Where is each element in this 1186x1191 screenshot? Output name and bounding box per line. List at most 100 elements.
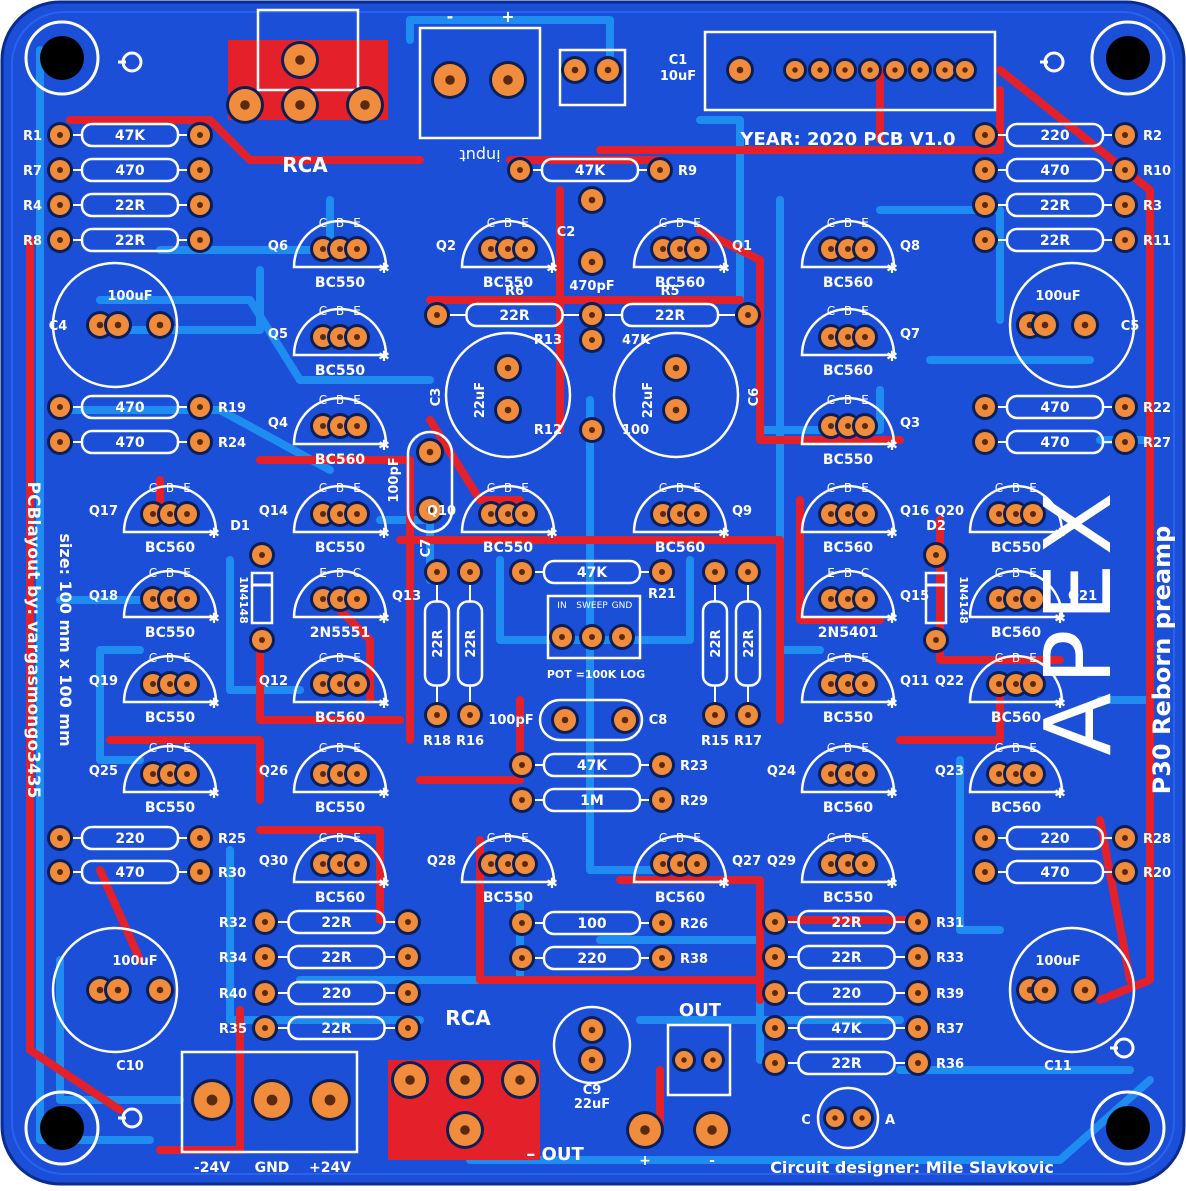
resistor-value: 470 [1040,435,1069,451]
resistor-pad-hole [589,337,595,343]
diode-type: 1N4148 [237,576,250,623]
transistor-key-mark: ✱ [1054,611,1066,627]
transistor-outline [968,744,1064,794]
capacitor-pad-hole [1041,321,1049,329]
transistor-pin-hole [150,771,156,777]
top-copper-layer [26,66,1154,1154]
capacitor-value: 100pF [387,457,402,502]
capacitor-outline [1008,261,1136,389]
pot-pin-hole [589,634,595,640]
resistor-pad-hole [197,404,203,410]
transistor-outline [968,484,1064,534]
transistor-pin-hole [828,861,834,867]
capacitor-ref: C9 [583,1083,602,1098]
transistor-ref: Q30 [259,854,288,869]
resistor-pad-hole [915,954,921,960]
transistor-pin-label: E [183,741,191,755]
capacitor-value: 22uF [574,1097,610,1112]
transistor-key-mark: ✱ [208,786,220,802]
resistor-pad-hole [659,920,665,926]
transistor-pin-label: B [844,741,852,755]
transistor-pin-hole [354,861,360,867]
out-minus: - [709,1153,715,1169]
transistor-pin-label: E [1029,741,1037,755]
capacitor-pad-hole [1041,986,1049,994]
header-pin-hole [842,67,848,73]
transistor-type: 2N5551 [310,625,370,641]
out-wire-pad-hole [707,1125,717,1135]
transistor-ref: Q12 [259,674,288,689]
transistor-pin-label: C [827,481,835,495]
transistor-pin-label: B [676,481,684,495]
resistor-ref: R29 [680,794,708,809]
transistor-pin-hole [996,596,1002,602]
transistor-pin-hole [354,246,360,252]
resistor-pad-hole [745,312,751,318]
brand-logo: APEX [1025,484,1132,756]
resistor-value: 22R [431,629,446,657]
capacitor-pad-hole [156,986,164,994]
transistor-pin-hole [320,861,326,867]
capacitor-pad-hole [96,986,104,994]
transistor-key-mark: ✱ [378,349,390,365]
transistor-pin-hole [996,681,1002,687]
transistor-pin-hole [862,681,868,687]
transistor-pin-hole [320,334,326,340]
transistor-ref: Q3 [900,416,920,431]
capacitor-value: 22uF [641,382,656,418]
transistor-type: BC560 [655,275,705,291]
transistor-key-mark: ✱ [1054,696,1066,712]
transistor-pin-label: E [353,216,361,230]
trace [96,646,144,764]
transistor-pin-hole [488,861,494,867]
header-pin-hole [817,67,823,73]
transistor-pin-hole [694,246,700,252]
transistor-pin-label: B [844,831,852,845]
transistor-pin-hole [522,861,528,867]
transistor-pin-hole [828,511,834,517]
transistor-pin-hole [828,423,834,429]
resistor-pad-hole [197,835,203,841]
transistor-key-mark: ✱ [1054,786,1066,802]
transistor-pin-label: B [166,651,174,665]
capacitor-ref: C7 [419,539,434,558]
transistor-ref: Q2 [436,239,456,254]
resistor-ref: R9 [678,164,697,179]
resistor-value: 470 [115,435,144,451]
rca-output-pin-hole [460,1075,470,1085]
transistor-pin-hole [184,771,190,777]
transistor-type: BC550 [315,540,365,556]
transistor-pin-label: E [861,831,869,845]
pot-pin-label: SWEEP [576,601,608,611]
resistor-pad-hole [982,439,988,445]
resistor-ref: R33 [936,951,964,966]
rca-output-pin-hole [405,1075,415,1085]
mounting-hole-ring [1090,20,1166,96]
components-layer [24,8,1166,1166]
resistor-pad-hole [519,569,525,575]
out-wire-pad-hole [640,1125,650,1135]
transistor-pin-label: E [861,304,869,318]
trace [226,846,424,1024]
mounting-hole-ring [24,20,100,96]
mounting-hole [40,1106,84,1150]
resistor-pad-hole [57,404,63,410]
resistor-pad-hole [772,1025,778,1031]
resistor-pad-hole [1122,835,1128,841]
capacitor-pad-hole [736,66,744,74]
transistor-pin-label: B [166,566,174,580]
transistor-pin-hole [694,861,700,867]
resistor-value: 470 [115,400,144,416]
transistor-pin-hole [505,246,511,252]
rca-input-pin-hole [240,100,250,110]
resistor-ref: R15 [701,734,729,749]
transistor-type: BC550 [823,890,873,906]
transistor-ref: Q11 [900,674,929,689]
transistor-outline [460,834,556,884]
trace [326,596,374,704]
capacitor-ref: C11 [1044,1059,1072,1074]
resistor-pad-hole [772,919,778,925]
transistor-pin-hole [488,246,494,252]
transistor-pin-label: E [861,393,869,407]
transistor-pin-label: B [844,651,852,665]
